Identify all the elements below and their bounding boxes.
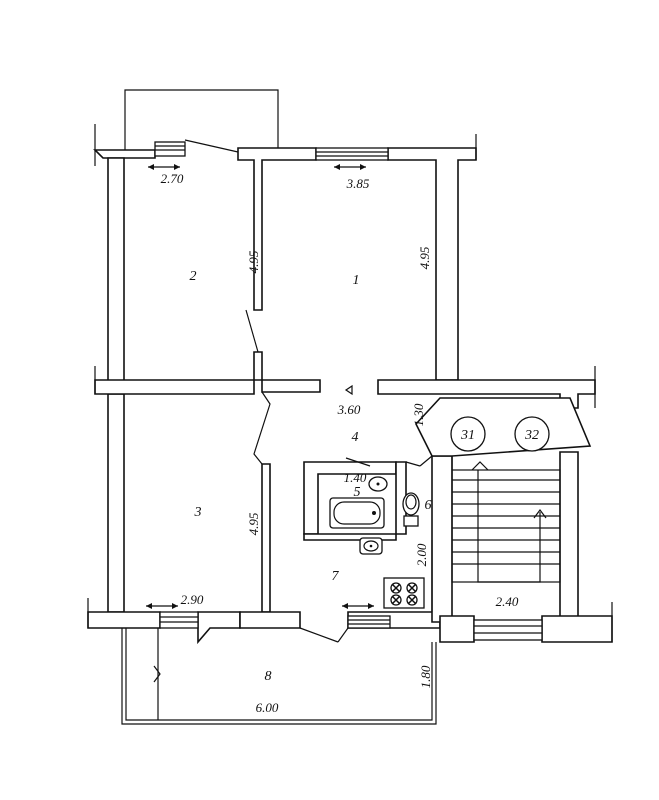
stove bbox=[383, 577, 425, 609]
room-8-label: 8 bbox=[265, 669, 272, 684]
dim-balcony-width: 6.00 bbox=[256, 700, 279, 715]
dim-stair-width: 2.40 bbox=[496, 594, 519, 609]
dim-room2-length: 4.95 bbox=[246, 250, 261, 273]
neighbour-31-label: 31 bbox=[460, 428, 475, 443]
room-5-label: 5 bbox=[354, 485, 361, 500]
upper-balcony bbox=[124, 89, 279, 152]
window-room3 bbox=[159, 611, 199, 629]
dim-room1-length: 4.95 bbox=[417, 246, 432, 269]
window-stair bbox=[473, 619, 543, 641]
dim-kitchen-depth: 2.00 bbox=[414, 543, 429, 566]
stair-landing bbox=[415, 397, 592, 457]
toilet bbox=[402, 492, 420, 516]
room-3-label: 3 bbox=[194, 505, 202, 520]
neighbour-32-label: 32 bbox=[524, 428, 539, 443]
bathroom-block bbox=[303, 455, 433, 541]
lower-balcony bbox=[121, 628, 437, 725]
hall-niche bbox=[253, 391, 271, 465]
neighbour-32-marker bbox=[514, 416, 550, 452]
exterior-walls bbox=[87, 124, 613, 645]
room-6-label: 6 bbox=[425, 498, 432, 513]
window-room2 bbox=[154, 141, 186, 157]
dim-room3-length: 4.95 bbox=[246, 512, 261, 535]
dimension-arrows bbox=[146, 164, 374, 609]
room-4-label: 4 bbox=[352, 430, 359, 445]
window-room1 bbox=[315, 147, 389, 161]
dim-room1-width: 3.85 bbox=[346, 176, 370, 191]
bathtub bbox=[329, 497, 385, 529]
toilet-tank bbox=[403, 515, 419, 527]
staircase bbox=[451, 456, 561, 583]
neighbour-31-marker bbox=[450, 416, 486, 452]
dim-hall-width: 3.60 bbox=[337, 402, 361, 417]
dim-bath-width: 1.40 bbox=[344, 470, 367, 485]
dim-hall-depth: 1.30 bbox=[411, 403, 426, 426]
room-2-label: 2 bbox=[190, 269, 197, 284]
dim-balcony-depth: 1.80 bbox=[418, 665, 433, 688]
window-kitchen bbox=[347, 615, 391, 629]
room-7-label: 7 bbox=[332, 569, 340, 584]
room-1-label: 1 bbox=[353, 273, 360, 288]
dim-room2-width: 2.70 bbox=[161, 171, 184, 186]
dim-room3-width: 2.90 bbox=[181, 592, 204, 607]
